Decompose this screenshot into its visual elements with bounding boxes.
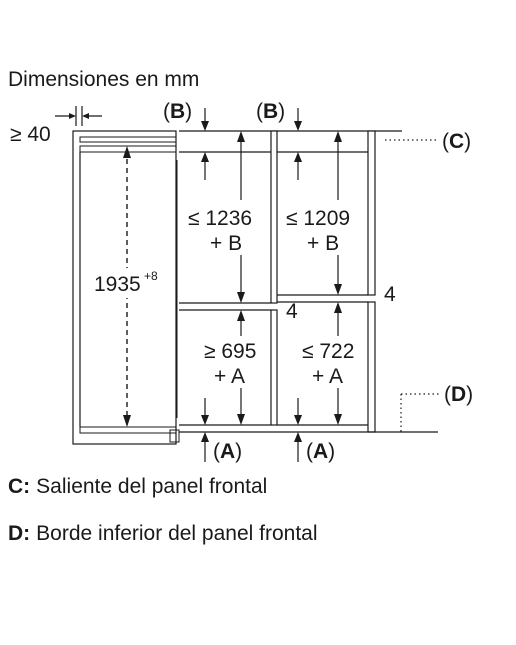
- lower-left-dimension: ≥ 695: [204, 340, 256, 363]
- c-marker: (C): [442, 130, 471, 153]
- gap-top-arrows: [55, 106, 102, 126]
- b-marker-left: (B): [163, 100, 192, 123]
- a-arrows: [201, 398, 302, 462]
- legend-item-c: C:Saliente del panel frontal: [8, 475, 267, 498]
- lower-left-dimension-arrow: [237, 310, 245, 425]
- upper-left-dimension-sub: + B: [210, 232, 242, 255]
- upper-door-panel-left: [270, 130, 278, 304]
- total-height-value: 1935: [94, 273, 141, 296]
- d-leader: [400, 393, 440, 432]
- upper-right-dimension-sub: + B: [307, 232, 339, 255]
- d-marker: (D): [444, 383, 473, 406]
- lower-right-dimension-sub: + A: [312, 365, 343, 388]
- gap-right-value: 4: [384, 283, 396, 306]
- total-height-tolerance: +8: [144, 269, 158, 283]
- upper-left-dimension: ≤ 1236: [188, 207, 252, 230]
- b-arrows: [201, 108, 302, 180]
- a-marker-right: (A): [306, 440, 335, 463]
- lower-right-dimension: ≤ 722: [302, 340, 354, 363]
- upper-right-dimension-arrow: [334, 131, 342, 295]
- lower-door-panel-right: [367, 301, 376, 433]
- diagram-title: Dimensiones en mm: [8, 68, 199, 91]
- legend: C:Saliente del panel frontal D:Borde inf…: [8, 475, 318, 545]
- cabinet-outline: [72, 130, 180, 445]
- lower-left-dimension-sub: + A: [214, 365, 245, 388]
- b-marker-right: (B): [256, 100, 285, 123]
- legend-item-d: D:Borde inferior del panel frontal: [8, 522, 318, 545]
- lower-door-panel-left: [270, 309, 278, 426]
- gap-left-value: 4: [286, 300, 298, 323]
- lower-right-dimension-arrow: [334, 302, 342, 425]
- upper-right-dimension: ≤ 1209: [286, 207, 350, 230]
- upper-left-dimension-arrow: [237, 131, 245, 303]
- a-marker-left: (A): [213, 440, 242, 463]
- gap-top-label: ≥ 40: [10, 123, 51, 146]
- upper-door-panel-right: [367, 130, 376, 296]
